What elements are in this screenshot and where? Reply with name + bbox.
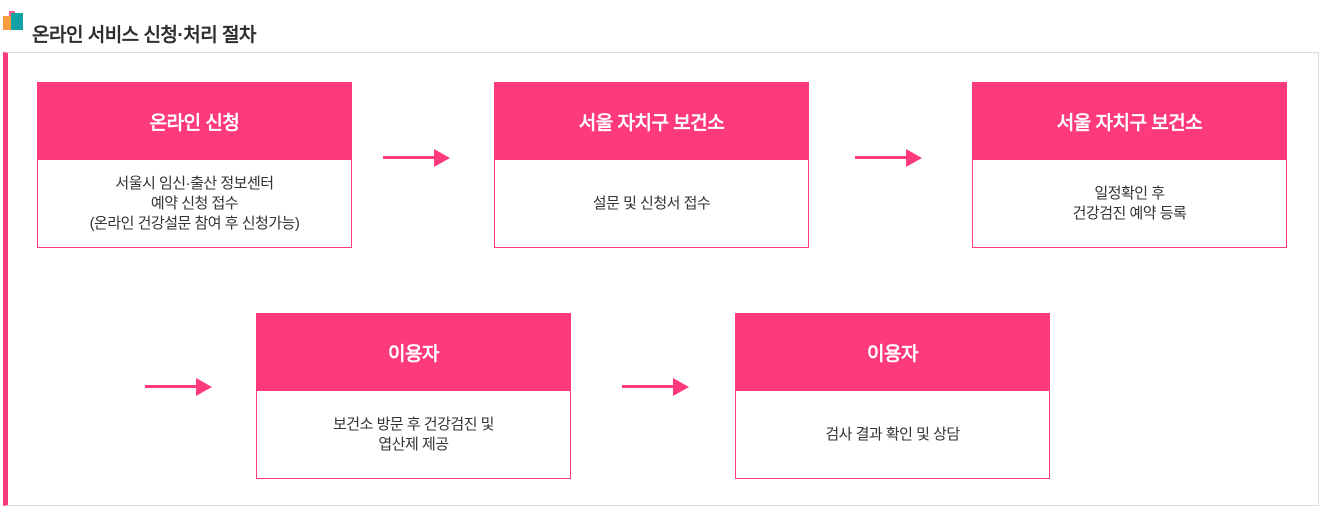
chart-bars-icon [3,6,27,30]
flow-step-header: 서울 자치구 보건소 [972,82,1287,160]
flow-step-header: 온라인 신청 [37,82,352,160]
flow-step-header: 이용자 [735,313,1050,391]
process-flow-panel: 온라인 신청 서울시 임신·출산 정보센터 예약 신청 접수 (온라인 건강설문… [3,52,1319,506]
arrow-right-icon [383,148,450,168]
flow-step-health-center-register: 서울 자치구 보건소 일정확인 후 건강검진 예약 등록 [972,82,1287,248]
flow-step-user-result: 이용자 검사 결과 확인 및 상담 [735,313,1050,479]
arrow-right-icon [855,148,922,168]
chart-bar-orange [3,16,11,30]
arrow-right-icon [622,377,689,397]
arrow-right-icon [145,377,212,397]
flow-step-user-visit: 이용자 보건소 방문 후 건강검진 및 엽산제 제공 [256,313,571,479]
flow-step-body: 설문 및 신청서 접수 [494,160,809,248]
page-title: 온라인 서비스 신청·처리 절차 [32,24,256,46]
flow-step-header: 서울 자치구 보건소 [494,82,809,160]
flow-step-online-apply: 온라인 신청 서울시 임신·출산 정보센터 예약 신청 접수 (온라인 건강설문… [37,82,352,248]
flow-step-header: 이용자 [256,313,571,391]
chart-bar-teal [11,13,23,30]
flow-step-body: 보건소 방문 후 건강검진 및 엽산제 제공 [256,391,571,479]
flow-step-body: 일정확인 후 건강검진 예약 등록 [972,160,1287,248]
flow-step-health-center-receive: 서울 자치구 보건소 설문 및 신청서 접수 [494,82,809,248]
flow-step-body: 검사 결과 확인 및 상담 [735,391,1050,479]
flow-step-body: 서울시 임신·출산 정보센터 예약 신청 접수 (온라인 건강설문 참여 후 신… [37,160,352,248]
